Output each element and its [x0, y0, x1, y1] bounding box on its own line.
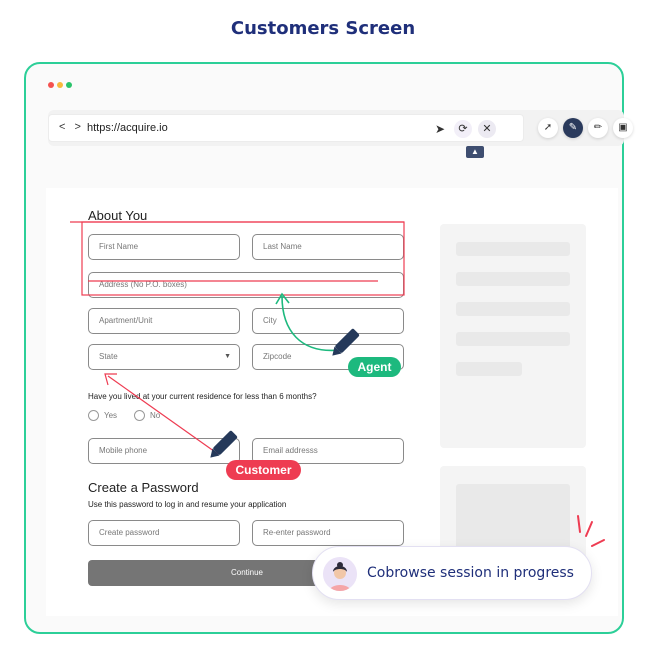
close-icon[interactable]: ✕	[478, 120, 496, 138]
url-text[interactable]: https://acquire.io	[87, 122, 168, 134]
close-dot[interactable]	[48, 82, 54, 88]
create-password-field[interactable]: Create password	[88, 520, 240, 546]
avatar-icon	[323, 557, 357, 591]
password-heading: Create a Password	[88, 480, 199, 495]
maximize-dot[interactable]	[66, 82, 72, 88]
pencil-icon[interactable]: ✏	[588, 118, 608, 138]
radio-circle[interactable]	[134, 410, 145, 421]
minimize-dot[interactable]	[57, 82, 63, 88]
password-subtext: Use this password to log in and resume y…	[88, 500, 287, 509]
skeleton-card	[440, 224, 586, 448]
avatar	[323, 557, 357, 591]
page-title: Customers Screen	[230, 18, 416, 39]
address-field[interactable]: Address (No P.O. boxes)	[88, 272, 404, 298]
mobile-phone-field[interactable]: Mobile phone	[88, 438, 240, 464]
skeleton-line	[456, 362, 522, 376]
radio-yes[interactable]: Yes	[88, 410, 117, 421]
agent-tag: Agent	[348, 357, 401, 377]
customer-tag: Customer	[226, 460, 301, 480]
residence-question: Have you lived at your current residence…	[88, 392, 317, 401]
skeleton-line	[456, 302, 570, 316]
email-field[interactable]: Email addresss	[252, 438, 404, 464]
state-select-label: State	[99, 352, 118, 361]
pointer-icon[interactable]: ➚	[538, 118, 558, 138]
skeleton-line	[456, 332, 570, 346]
browser-toolbar: < > https://acquire.io ➤ ⟳ ✕ ➚ ✎ ✏ ▣	[48, 110, 633, 146]
last-name-field[interactable]: Last Name	[252, 234, 404, 260]
chevron-down-icon: ▼	[224, 353, 231, 360]
reenter-password-field[interactable]: Re-enter password	[252, 520, 404, 546]
window-controls	[48, 82, 72, 88]
cobrowse-status-text: Cobrowse session in progress	[367, 565, 574, 581]
skeleton-line	[456, 272, 570, 286]
radio-yes-label: Yes	[104, 411, 118, 420]
radio-no[interactable]: No	[134, 410, 160, 421]
pen-icon[interactable]: ✎	[563, 118, 583, 138]
screen-icon[interactable]: ▣	[613, 118, 633, 138]
radio-no-label: No	[150, 411, 161, 420]
first-name-field[interactable]: First Name	[88, 234, 240, 260]
cobrowse-status[interactable]: Cobrowse session in progress	[312, 546, 592, 600]
state-select[interactable]: State ▼	[88, 344, 240, 370]
radio-circle[interactable]	[88, 410, 99, 421]
nav-arrows-icon[interactable]: < >	[59, 121, 84, 133]
send-icon[interactable]: ➤	[434, 122, 446, 136]
apartment-field[interactable]: Apartment/Unit	[88, 308, 240, 334]
skeleton-block	[456, 484, 570, 554]
expand-toolbar-icon[interactable]: ▲	[466, 146, 484, 158]
city-field[interactable]: City	[252, 308, 404, 334]
refresh-icon[interactable]: ⟳	[454, 120, 472, 138]
about-you-heading: About You	[88, 208, 148, 223]
address-bar[interactable]: < > https://acquire.io ➤ ⟳ ✕	[48, 114, 524, 142]
skeleton-line	[456, 242, 570, 256]
